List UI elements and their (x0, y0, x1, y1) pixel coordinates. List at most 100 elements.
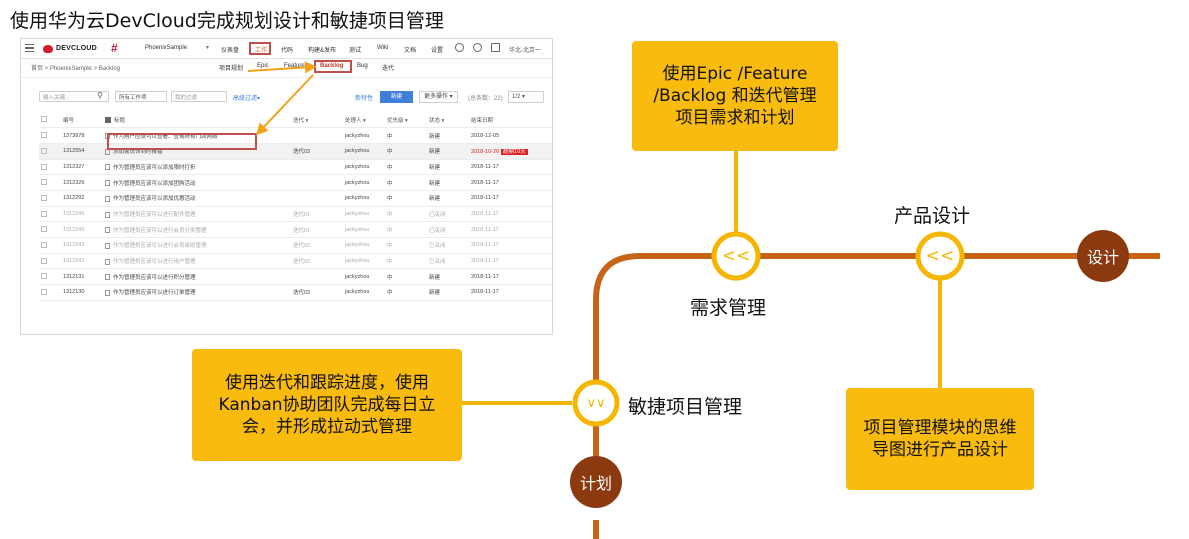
page-selector[interactable]: 1/2 ▾ (508, 91, 544, 103)
row-checkbox[interactable] (39, 237, 61, 254)
row-title[interactable]: 作为管理员应该可以添加限时打折 (103, 159, 291, 176)
row-title[interactable]: 作为管理员应该可以进行积分管理 (103, 268, 291, 286)
plan-milestone[interactable] (570, 456, 622, 508)
document-icon (105, 242, 110, 249)
row-title[interactable]: 作为用户应该可以查看、查询所有门店网络 (103, 127, 291, 144)
row-checkbox[interactable] (39, 253, 61, 270)
tab-iteration[interactable]: 迭代 (382, 66, 395, 72)
notification-icon[interactable] (455, 43, 464, 52)
row-date: 2018-12-05 (471, 132, 500, 139)
row-priority: 中 (385, 221, 427, 238)
tab-planning[interactable]: 项目规划 (219, 66, 244, 72)
tab-feature[interactable]: Feature (284, 63, 305, 69)
row-title[interactable]: 作为管理员应该可以进行订单管理 (103, 284, 291, 301)
column-state-label: 状态 (429, 117, 441, 124)
row-checkbox[interactable] (39, 221, 61, 238)
row-checkbox[interactable] (39, 159, 61, 176)
help-icon[interactable] (473, 43, 482, 52)
work-item-type-filter[interactable]: 所有工作项 (115, 91, 167, 102)
row-id: 1312554 (61, 143, 103, 160)
row-title[interactable]: 作为管理员应该可以进行配件管理 (103, 206, 291, 223)
tab-bug[interactable]: Bug (357, 63, 368, 69)
nav-dashboard[interactable]: 仪表盘 (221, 48, 240, 54)
row-owner: jackyzhou (343, 159, 385, 176)
logo-text: DEVCLOUD (56, 45, 97, 52)
column-header[interactable]: 优先级 ▾ (385, 112, 427, 129)
row-priority: 中 (385, 206, 427, 223)
column-header[interactable]: 处理人 ▾ (343, 112, 385, 129)
row-title[interactable]: 作为管理员应该可以添加优惠活动 (103, 190, 291, 207)
row-title[interactable]: 作为管理员应该可以添加团购活动 (103, 174, 291, 191)
row-owner: jackyzhou (343, 284, 385, 301)
agile-node[interactable] (572, 379, 620, 427)
nav-test[interactable]: 测试 (349, 48, 362, 54)
select-all-checkbox[interactable] (39, 112, 61, 129)
row-title[interactable]: 添加会员领到时报错 (103, 143, 291, 160)
new-feature-link[interactable]: 新特性 (355, 96, 374, 102)
row-checkbox[interactable] (39, 206, 61, 223)
row-state: 新建 (427, 143, 469, 160)
new-button[interactable]: 新建 (380, 91, 413, 103)
nav-build-release[interactable]: 构建&发布 (308, 48, 337, 54)
document-icon (105, 211, 110, 218)
more-actions-button[interactable]: 更多操作 ▾ (419, 91, 458, 103)
saved-filter-select[interactable]: 我的过滤 (171, 91, 227, 102)
tab-epic[interactable]: Epic (257, 63, 269, 69)
nav-work[interactable]: 工作 (255, 48, 268, 54)
advanced-filter-link[interactable]: 高级过滤▾ (233, 96, 261, 102)
document-icon (105, 195, 110, 202)
column-header[interactable]: 编号 (61, 112, 103, 129)
row-state: 新建 (427, 159, 469, 176)
region-selector[interactable]: 华北-北京一 (509, 48, 541, 54)
column-header[interactable]: 迭代 ▾ (291, 112, 343, 129)
row-title[interactable]: 作为管理员应该可以进行用户管理 (103, 253, 291, 270)
mobile-icon[interactable] (491, 43, 500, 52)
requirements-label: 需求管理 (690, 297, 767, 319)
requirements-node[interactable] (711, 231, 761, 281)
row-owner: jackyzhou (343, 206, 385, 223)
row-checkbox[interactable] (39, 174, 61, 191)
hash-icon[interactable]: # (111, 41, 118, 55)
tab-backlog[interactable]: Backlog (320, 63, 344, 69)
row-checkbox[interactable] (39, 127, 61, 144)
row-owner: jackyzhou (343, 190, 385, 207)
search-icon[interactable]: ⚲ (97, 91, 103, 100)
nav-wiki[interactable]: Wiki (377, 45, 389, 51)
row-checkbox[interactable] (39, 190, 61, 207)
row-priority: 中 (385, 284, 427, 301)
column-header[interactable]: 状态 ▾ (427, 112, 469, 129)
row-date: 2018-11-17 (471, 226, 499, 233)
row-iteration: 迭代02 (291, 237, 343, 254)
design-milestone[interactable] (1077, 230, 1129, 282)
menu-icon[interactable] (25, 44, 34, 52)
row-title[interactable]: 作为管理员应该可以进行会员级别管理 (103, 237, 291, 254)
product-design-node[interactable] (915, 231, 965, 281)
search-input[interactable]: 输入关键... (39, 91, 109, 102)
row-title[interactable]: 作为管理员应该可以进行会员分类管理 (103, 221, 291, 238)
project-selector[interactable]: PhoenixSample (145, 45, 188, 51)
nav-settings[interactable]: 设置 (431, 48, 444, 54)
row-checkbox[interactable] (39, 268, 61, 286)
column-header[interactable]: 结束日期 (469, 112, 552, 129)
chevron-down-icon[interactable]: ▾ (206, 45, 210, 51)
nav-docs[interactable]: 文档 (404, 48, 417, 54)
column-header[interactable]: 标题 (103, 112, 291, 129)
row-date: 2018-11-17 (471, 163, 499, 170)
nav-code[interactable]: 代码 (281, 48, 294, 54)
row-iteration: 迭代01 (291, 221, 343, 238)
row-owner: jackyzhou (343, 143, 385, 160)
row-title-text: 作为管理员应该可以添加优惠活动 (113, 196, 196, 203)
row-checkbox[interactable] (39, 284, 61, 301)
row-checkbox[interactable] (39, 143, 61, 160)
